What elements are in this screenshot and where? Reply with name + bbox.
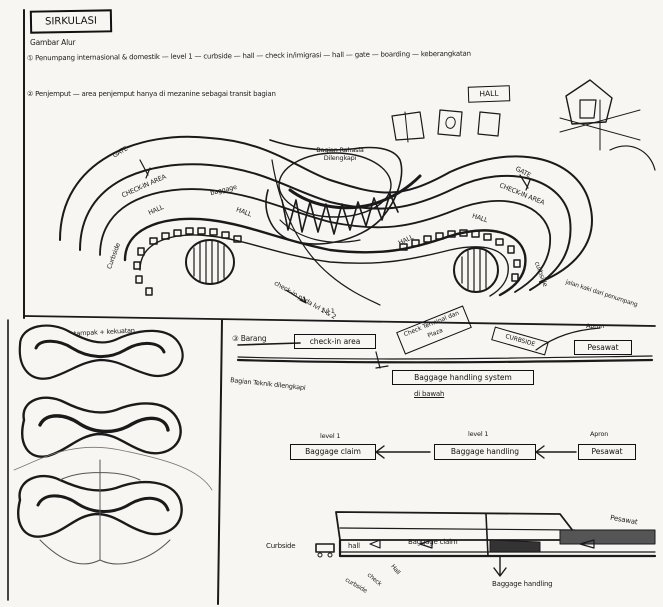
- diagram1-label: ③ Barang: [232, 334, 266, 343]
- diagram1-pesawat-box: Pesawat: [574, 340, 632, 355]
- diagram3-claim: Baggage claim: [408, 538, 458, 546]
- plan-lower-note-2: lvl 1: [322, 307, 335, 315]
- intro-line-2: ② Penjemput — area penjemput hanya di me…: [27, 90, 276, 98]
- diagram2-level-left: level 1: [320, 432, 340, 440]
- diagram3-handling: Baggage handling: [492, 580, 552, 588]
- intro-hall-box: HALL: [468, 85, 511, 102]
- diagram1-baggage-system-box: Baggage handling system: [392, 370, 534, 385]
- sheet-title: SIRKULASI: [30, 9, 112, 33]
- diagram2-apron: Apron: [590, 430, 608, 438]
- diagram1-under-label: di bawah: [414, 390, 444, 398]
- diagram2-level-mid: level 1: [468, 430, 488, 438]
- diagram1-apron-label: Apron: [586, 322, 604, 330]
- plan-center-label: Bagian Rahasia Dilengkapi: [316, 146, 364, 162]
- intro-heading: Gambar Alur: [30, 38, 75, 47]
- diagram2-pesawat-box: Pesawat: [578, 444, 636, 460]
- diagram2-claim-box: Baggage claim: [290, 444, 376, 460]
- diagram3-hall: hall: [348, 542, 360, 550]
- diagram1-checkin-box: check-in area: [294, 334, 376, 349]
- diagram2-handling-box: Baggage handling: [434, 444, 536, 460]
- diagram3-curbside: Curbside: [266, 542, 295, 550]
